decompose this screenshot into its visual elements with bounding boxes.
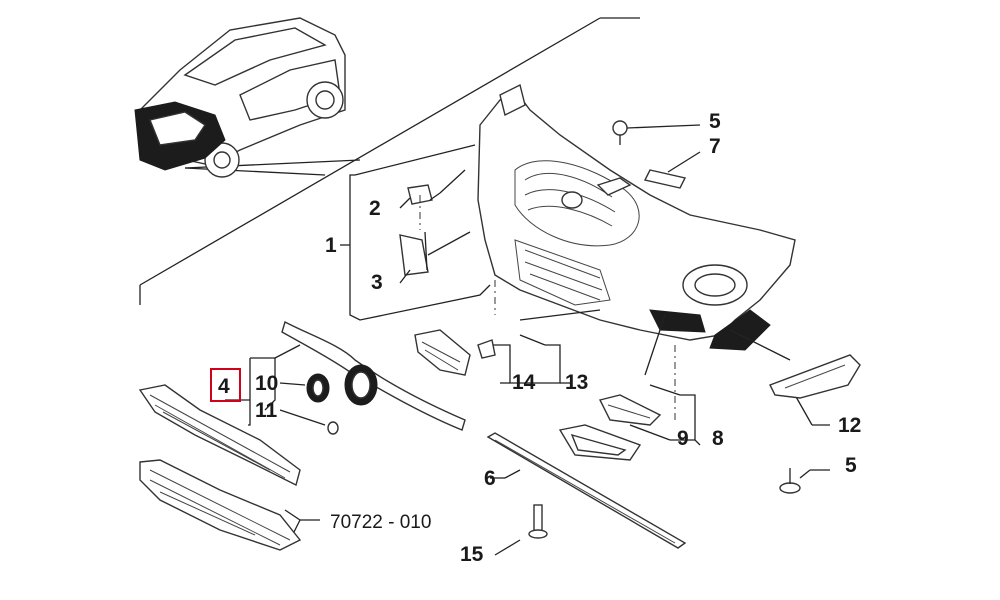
callout-label-3: 3 [371, 271, 383, 294]
callout-label-8: 8 [712, 427, 724, 450]
callout-label-10: 10 [255, 372, 278, 395]
front-bumper [477, 83, 796, 351]
vehicle-overview-sketch [134, 17, 346, 178]
screw-part-5-bottom [779, 468, 801, 494]
callout-label-13: 13 [565, 371, 588, 394]
grille-trim-bar [281, 320, 466, 435]
callout-label-12: 12 [838, 414, 861, 437]
callout-label-15: 15 [460, 543, 484, 566]
callout-label-2: 2 [369, 197, 381, 220]
fastener-part-5-top [612, 120, 701, 145]
bracket-part-2 [407, 184, 441, 205]
callout-label-14: 14 [512, 371, 536, 394]
lower-strip-part-6 [486, 432, 687, 549]
rivet-part-15 [528, 504, 548, 539]
clip-part-7 [643, 151, 701, 189]
callout-label-6: 6 [484, 467, 496, 490]
corner-deflector-part-12 [769, 354, 861, 399]
fog-lamp-frame-part-8 [558, 424, 642, 461]
leader-lines [225, 144, 830, 556]
highlight-box [210, 368, 241, 402]
upper-honeycomb-grille [138, 384, 301, 487]
callout-label-5-bottom: 5 [845, 454, 857, 477]
callout-label-7: 7 [709, 135, 721, 158]
bracket-part-3 [399, 231, 429, 276]
callout-label-1: 1 [325, 234, 337, 257]
callout-label-9: 9 [677, 427, 689, 450]
callout-label-11: 11 [255, 399, 278, 422]
side-vent-part-14 [414, 329, 496, 376]
callout-label-4: 4 [218, 375, 230, 398]
callout-label-5-top: 5 [709, 110, 721, 133]
alignment-lines [419, 195, 676, 420]
lower-honeycomb-grille [139, 459, 302, 551]
fog-lamp-cover-part-9 [598, 394, 662, 426]
diagram-reference-number: 70722 - 010 [330, 512, 431, 533]
